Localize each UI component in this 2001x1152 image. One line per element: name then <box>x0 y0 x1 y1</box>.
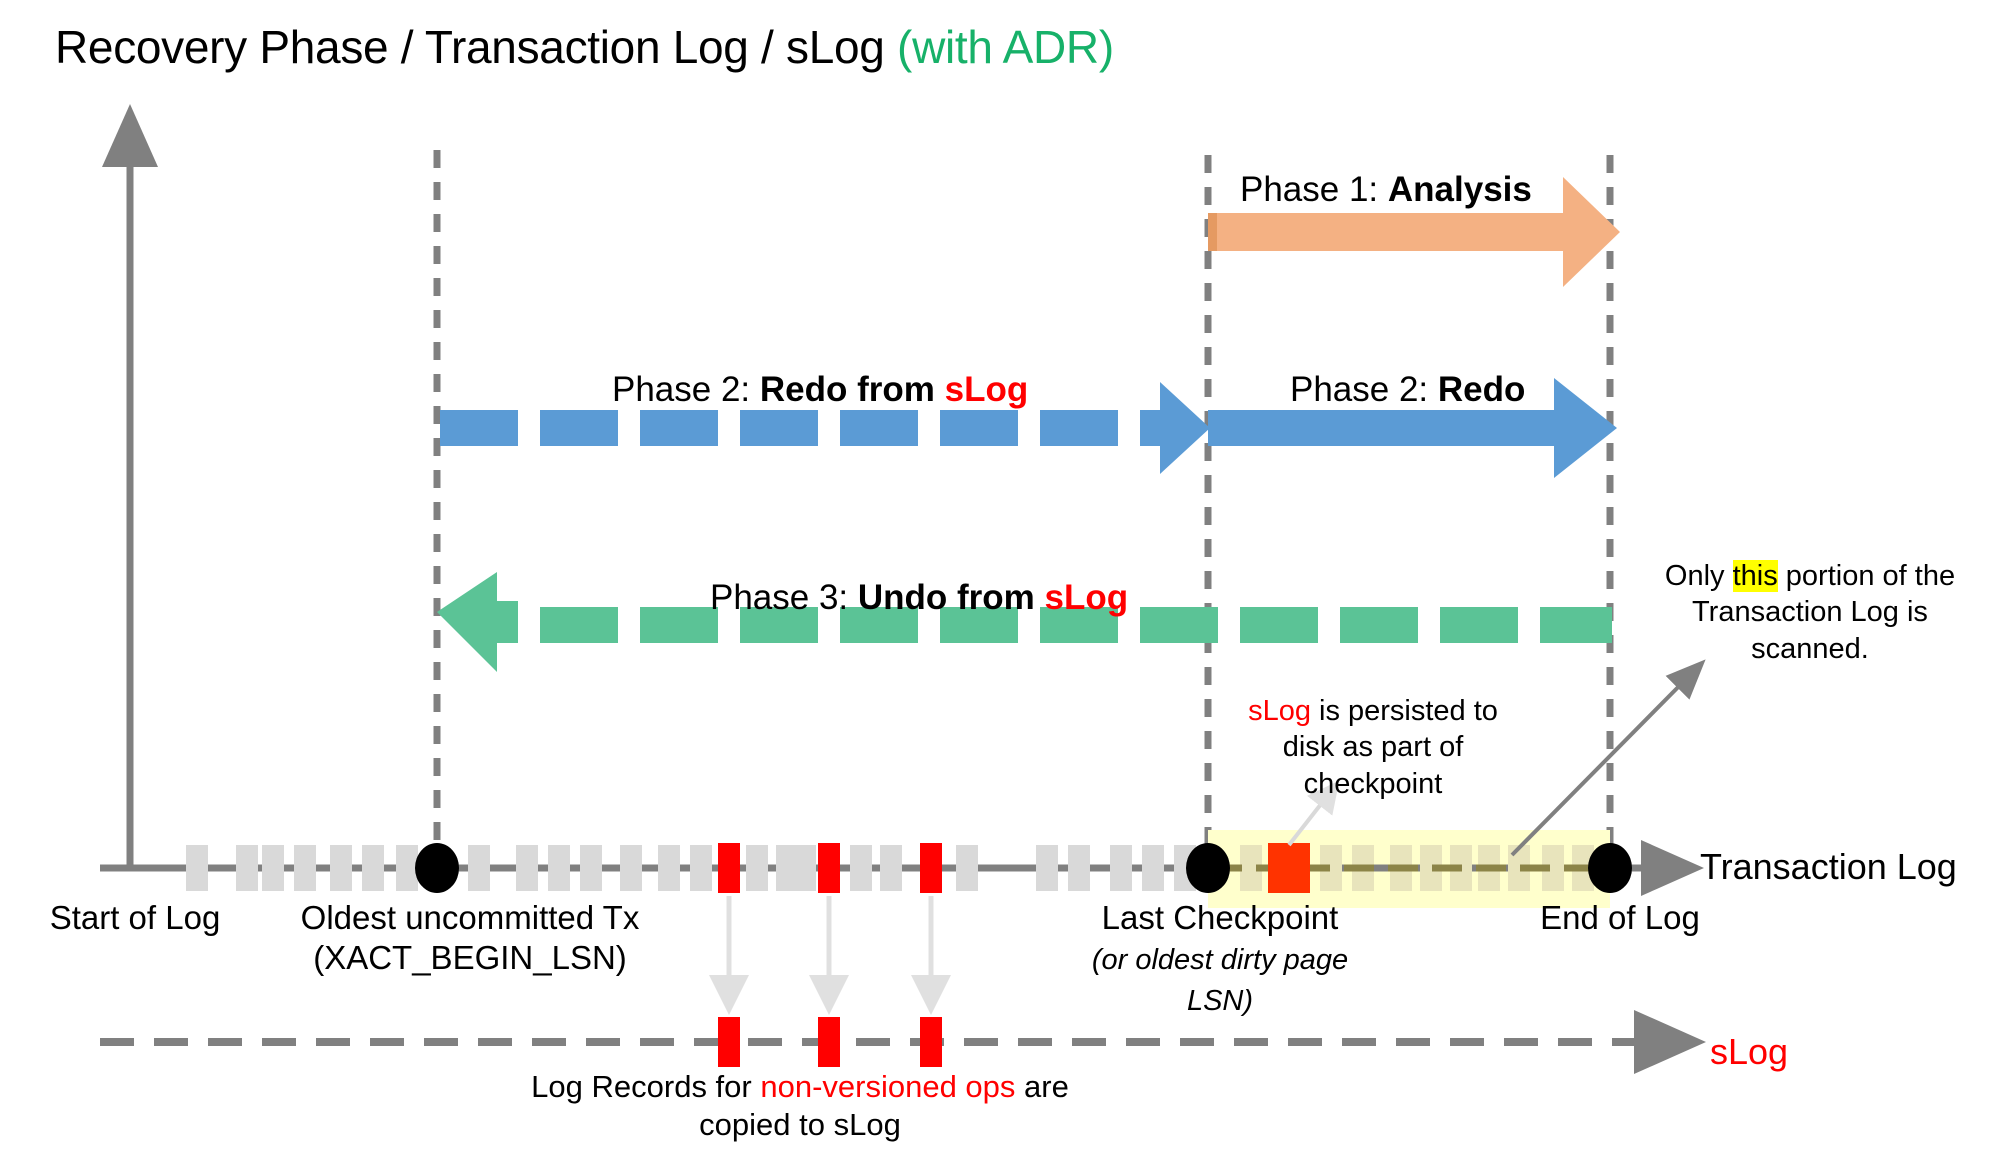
phase2-slog-suffix: sLog <box>944 370 1029 409</box>
marker-last-checkpoint[interactable] <box>1186 843 1230 893</box>
phase1-label: Phase 1: Analysis <box>1240 170 1532 210</box>
marker-oldest-uncommitted-tx[interactable] <box>415 843 459 893</box>
label-oldest-tx-line2: (XACT_BEGIN_LSN) <box>313 939 627 977</box>
slog-non-versioned-records[interactable] <box>718 1017 942 1067</box>
checkpoint-annotation-rest: is persisted to disk as part of checkpoi… <box>1282 695 1498 800</box>
phase2-slog-label: Phase 2: Redo from sLog <box>612 370 1028 410</box>
phase2-redo-from-slog-arrow[interactable] <box>440 382 1210 474</box>
label-last-checkpoint-line1: Last Checkpoint <box>1101 899 1339 936</box>
phase2-slog-bold: Redo from <box>759 370 945 409</box>
log-record-ticks <box>186 845 1196 891</box>
scan-annotation: Only this portion of the Transaction Log… <box>1630 558 1990 667</box>
scan-annotation-post: portion of the Transaction Log is scanne… <box>1692 560 1956 665</box>
page-title: Recovery Phase / Transaction Log / sLog … <box>55 20 1114 74</box>
phase3-suffix: sLog <box>1044 578 1129 617</box>
slog-copy-red: non-versioned ops <box>760 1069 1016 1104</box>
non-versioned-log-records[interactable] <box>718 843 942 893</box>
scan-annotation-highlight: this <box>1732 560 1778 592</box>
phase3-bold: Undo from <box>857 578 1045 617</box>
phase2-slog-prefix: Phase 2: <box>612 370 760 409</box>
phase1-bold: Analysis <box>1387 170 1532 209</box>
label-oldest-uncommitted-tx: Oldest uncommitted Tx(XACT_BEGIN_LSN) <box>260 898 680 979</box>
page-title-main: Recovery Phase / Transaction Log / sLog <box>55 21 898 73</box>
phase2-label: Phase 2: Redo <box>1290 370 1525 410</box>
phase2-redo-arrow[interactable] <box>1208 378 1617 478</box>
slog-copy-pre: Log Records for <box>531 1069 761 1104</box>
label-end-of-log: End of Log <box>1540 899 1700 936</box>
label-oldest-tx-line1: Oldest uncommitted Tx <box>300 899 640 936</box>
checkpoint-annotation: sLog is persisted to disk as part of che… <box>1228 693 1518 802</box>
phase1-analysis-arrow[interactable] <box>1208 177 1620 287</box>
slog-persisted-record[interactable] <box>1268 843 1310 893</box>
phase3-undo-from-slog-arrow[interactable] <box>437 572 1612 672</box>
phase3-prefix: Phase 3: <box>710 578 858 617</box>
phase2-bold: Redo <box>1437 370 1526 409</box>
label-last-checkpoint: Last Checkpoint (or oldest dirty page LSN… <box>1065 898 1375 1019</box>
label-last-checkpoint-sub: (or oldest dirty page LSN) <box>1091 944 1349 1017</box>
callout-leader-checkpoint <box>1287 780 1340 847</box>
marker-end-of-log[interactable] <box>1588 843 1632 893</box>
slog-copy-post: are copied to sLog <box>699 1069 1069 1142</box>
copy-to-slog-arrows <box>709 896 951 1015</box>
phase2-prefix: Phase 2: <box>1290 370 1438 409</box>
label-start-of-log: Start of Log <box>49 899 221 936</box>
phase1-prefix: Phase 1: <box>1240 170 1388 209</box>
label-slog: sLog <box>1710 1031 1789 1072</box>
scan-annotation-pre: Only <box>1664 560 1733 592</box>
label-transaction-log: Transaction Log <box>1700 846 1957 887</box>
slog-copy-annotation: Log Records for non-versioned ops are co… <box>520 1068 1080 1144</box>
checkpoint-annotation-red: sLog <box>1248 695 1311 727</box>
callout-leader-scanned <box>1510 659 1706 857</box>
phase3-label: Phase 3: Undo from sLog <box>710 578 1128 618</box>
page-title-suffix: (with ADR) <box>897 21 1114 73</box>
